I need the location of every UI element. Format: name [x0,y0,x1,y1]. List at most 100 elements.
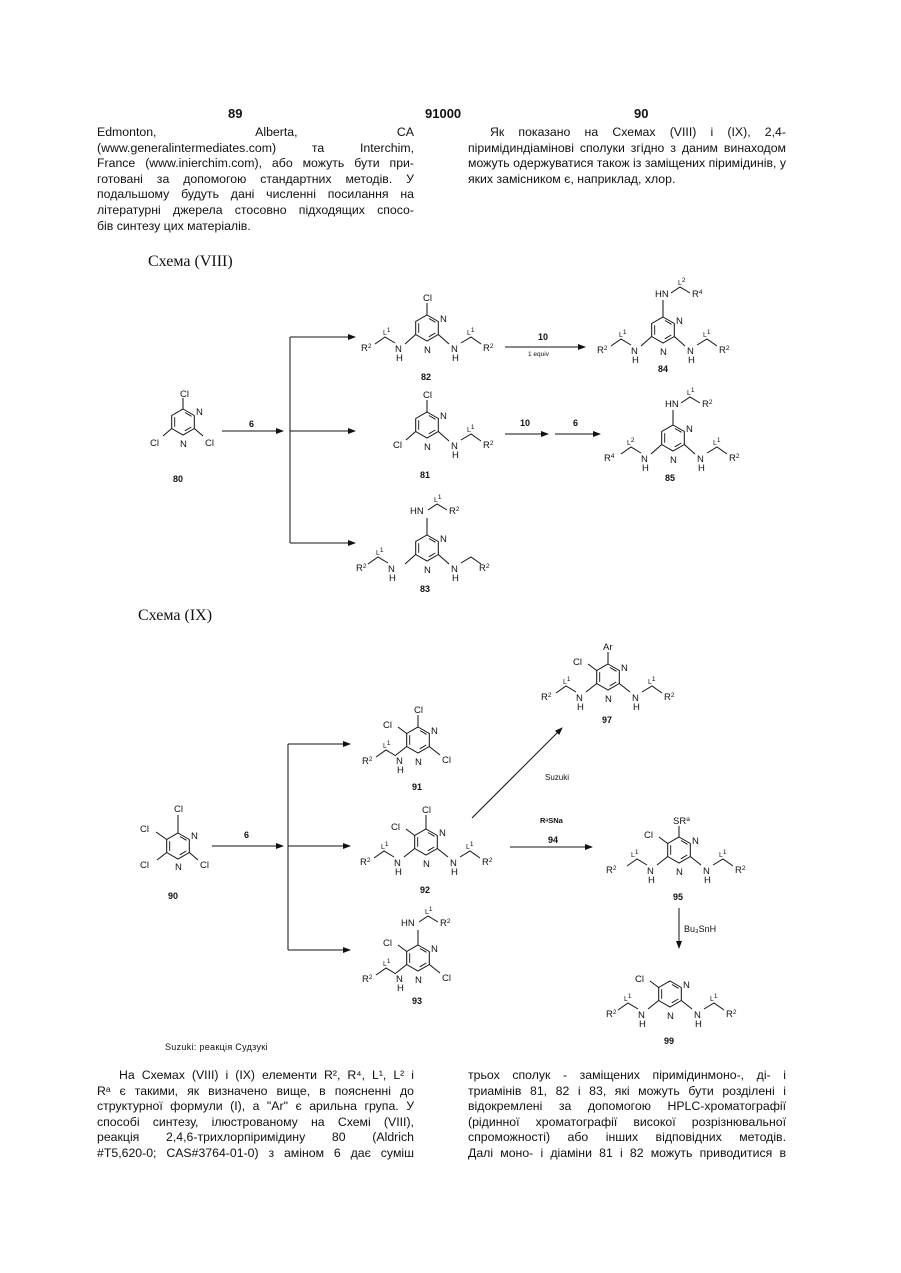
reagent-label: Suzuki [545,773,569,782]
svg-text:H: H [639,1019,646,1030]
text-line: На Схемах (VIII) і (IX) елементи R², R⁴,… [97,1068,414,1084]
text-line: (рідинної хроматографії високої розрізню… [468,1115,786,1131]
svg-text:N: N [676,316,683,327]
svg-text:H: H [633,702,640,713]
svg-text:R2: R2 [726,1009,737,1020]
text-line: структурної формули (I), а "Ar" є арильн… [97,1099,414,1115]
svg-text:L1: L1 [467,327,475,337]
svg-text:N: N [415,757,422,768]
svg-text:H: H [698,463,705,474]
svg-text:Cl: Cl [423,293,432,304]
svg-text:N: N [621,663,628,674]
reagent-label: RᵃSNa [540,816,564,825]
compound-number: 93 [412,996,422,1006]
svg-text:Cl: Cl [423,390,432,401]
compound-93: HN L1 R2 Cl N N NH L1 R2 Cl 93 [362,906,451,1006]
reagent-label: 6 [249,419,254,429]
compound-97: Ar Cl N N NH NH R2 R2 L1 L1 97 [541,642,675,725]
svg-text:HN: HN [410,506,424,517]
reagent-label: 6 [573,418,578,428]
svg-text:R2: R2 [597,345,608,356]
text-line: Далі моно- і діаміни 81 і 82 можуть прив… [468,1146,786,1162]
svg-text:L1: L1 [648,676,656,686]
svg-text:L1: L1 [713,437,721,447]
svg-text:Cl: Cl [391,822,400,833]
svg-text:N: N [175,862,182,873]
svg-text:H: H [648,875,655,886]
compound-80: Cl Cl Cl N N 80 [150,389,214,484]
compound-number: 91 [412,782,422,792]
svg-text:N: N [424,345,431,356]
svg-text:R2: R2 [360,857,371,868]
svg-text:L1: L1 [619,329,627,339]
svg-text:HN: HN [655,289,669,300]
svg-text:L1: L1 [376,547,384,557]
svg-text:N: N [424,565,431,576]
svg-text:L1: L1 [434,494,442,504]
svg-text:Cl: Cl [150,438,159,449]
svg-text:H: H [396,353,403,364]
svg-text:H: H [695,1019,702,1030]
compound-84: HN L2 R4 N N NH NH R2 R2 L1 L1 84 [597,277,730,374]
svg-text:Cl: Cl [393,440,402,451]
svg-text:R2: R2 [483,343,494,354]
svg-text:N: N [676,867,683,878]
svg-text:N: N [670,455,677,466]
svg-text:R2: R2 [702,399,713,410]
svg-text:R2: R2 [606,1009,617,1020]
svg-text:N: N [431,944,438,955]
compound-number: 84 [658,364,668,374]
compound-number: 82 [421,372,431,382]
svg-text:L1: L1 [624,993,632,1003]
svg-text:Cl: Cl [442,973,451,984]
svg-text:H: H [452,450,459,461]
compound-90: Cl Cl Cl Cl N N 90 [140,804,209,901]
compound-82: Cl N N NH NH R2 R2 L1 L1 82 [361,293,494,382]
compound-number: 92 [420,885,430,895]
svg-text:R2: R2 [362,974,373,985]
svg-text:L1: L1 [381,841,389,851]
svg-text:H: H [395,867,402,878]
text-line: Rᵃ є такими, як визначено вище, в поясне… [97,1084,414,1100]
svg-text:N: N [180,439,187,450]
svg-text:HN: HN [665,399,679,410]
svg-text:L1: L1 [467,424,475,434]
svg-text:N: N [667,1011,674,1022]
svg-text:R2: R2 [606,865,617,876]
text-line: #T5,620-0; CAS#3764-01-0) з аміном 6 дає… [97,1146,414,1162]
svg-text:R2: R2 [664,692,675,703]
svg-text:SRa: SRa [673,816,690,827]
svg-text:H: H [704,875,711,886]
svg-text:N: N [196,407,203,418]
compound-number: 90 [168,891,178,901]
svg-text:H: H [397,765,404,776]
bottom-right-column: трьох сполук - заміщених піримідинмоно-,… [468,1068,786,1162]
text-line: способі синтезу, ілюстрованому на Схемі … [97,1115,414,1131]
svg-text:R2: R2 [356,563,367,574]
reagent-label: 10 [520,418,530,428]
text-line: відокремлені за допомогою HPLC-хроматогр… [468,1099,786,1115]
svg-text:R2: R2 [483,440,494,451]
svg-text:Cl: Cl [644,830,653,841]
compound-number: 83 [420,584,430,594]
svg-text:Ar: Ar [603,642,613,653]
compound-85: HN L1 R2 N N NH NH R4 R2 L2 L1 85 [604,387,740,483]
svg-text:L1: L1 [703,329,711,339]
svg-text:H: H [397,983,404,994]
compound-81: Cl N N Cl NH L1 R2 81 [393,390,494,480]
svg-text:N: N [605,694,612,705]
svg-text:R2: R2 [361,343,372,354]
svg-text:H: H [688,355,695,366]
scheme-footnote: Suzuki: реакція Судзукі [165,1042,268,1052]
compound-99: Cl N N NH NH R2 R2 L1 L1 99 [606,974,737,1046]
svg-text:L1: L1 [383,958,391,968]
svg-text:L1: L1 [710,993,718,1003]
svg-text:N: N [424,442,431,453]
svg-text:HN: HN [401,918,415,929]
svg-text:N: N [692,836,699,847]
reagent-label: Bu₃SnH [684,924,716,934]
compound-number: 81 [420,470,430,480]
svg-text:Cl: Cl [442,755,451,766]
svg-text:Cl: Cl [414,705,423,716]
svg-text:Cl: Cl [174,804,183,815]
